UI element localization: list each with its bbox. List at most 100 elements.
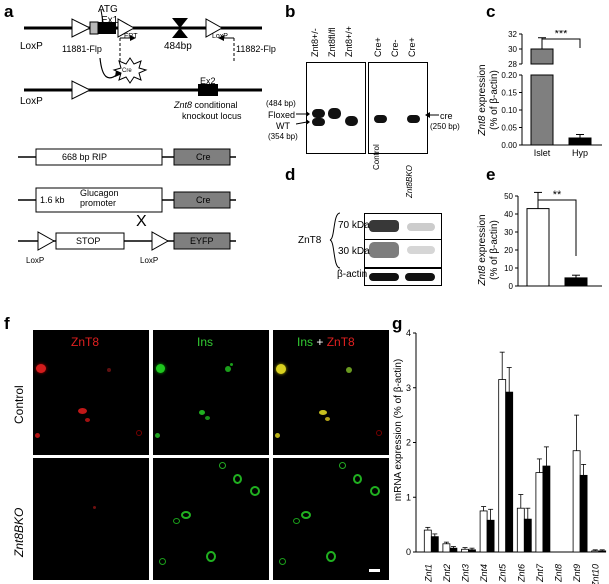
loxp-triangle-2 xyxy=(205,18,224,38)
chart-e-sig-bracket xyxy=(537,199,577,256)
lane-label-1: Znt8+/- xyxy=(310,28,320,57)
chart-g-xlabel: Znt10 xyxy=(591,564,601,584)
chart-e-ytick-label: 30 xyxy=(504,228,513,237)
frt-label: FRT xyxy=(124,33,138,40)
blot-control-label: Control xyxy=(372,144,381,170)
chart-c-bar-islet-lower xyxy=(530,74,554,146)
znt8-blot-label: ZnT8 xyxy=(298,235,322,246)
merge-label: Ins + ZnT8 xyxy=(297,335,355,349)
blot-30kda xyxy=(364,239,442,268)
micrograph-control-ins: Ins xyxy=(153,330,269,455)
panel-label-a: a xyxy=(4,2,14,21)
chart-c-ytick-label: 30 xyxy=(508,45,517,54)
atg-label: ATG xyxy=(98,4,118,15)
exon2-box xyxy=(198,84,218,96)
locus-label-2: knockout locus xyxy=(182,111,242,121)
chart-c-ylabel-2: (% of β-actin) xyxy=(489,70,500,130)
chart-g-bar xyxy=(423,529,432,553)
bp484-marker-top xyxy=(172,18,188,28)
actin-blot-label: β-actin xyxy=(337,269,368,280)
flp1-label: 11881-Flp xyxy=(62,44,102,54)
panel-label-d: d xyxy=(285,165,296,184)
chart-g-xlabel: Znt3 xyxy=(461,564,471,583)
chart-g-bar xyxy=(505,391,514,553)
flp2-label: 11882-Flp xyxy=(236,44,276,54)
blot-70kda xyxy=(364,213,442,242)
kda30-label: 30 kDa xyxy=(338,246,370,257)
loxp-triangle xyxy=(71,18,92,38)
ex1-label: Ex1 xyxy=(101,15,119,26)
chart-e-ytick-label: 40 xyxy=(504,210,513,219)
chart-g-ytick-label: 3 xyxy=(406,383,411,393)
chart-g-bar xyxy=(498,379,507,553)
loxp-triangle-3 xyxy=(71,80,92,100)
chart-e-bar xyxy=(526,208,550,287)
panel-label-f: f xyxy=(4,314,10,333)
chart-c-ylabel: Znt8 expression xyxy=(477,64,488,136)
chart-c-ytick-label: 0.20 xyxy=(501,71,517,80)
wt-label: WT xyxy=(276,121,290,131)
lane-label-4: Cre+ xyxy=(373,37,383,57)
loxp-label-2: LoxP xyxy=(20,96,43,107)
eyfp-label: EYFP xyxy=(190,236,214,246)
chart-g-ylabel: mRNA expression (% of β-actin) xyxy=(393,358,404,502)
chart-c-xlabel: Hyp xyxy=(572,148,588,158)
cre-star xyxy=(112,57,148,84)
glucagon-label-2: Glucagon xyxy=(80,188,119,198)
chart-e-ylabel-2: (% of β-actin) xyxy=(489,220,500,280)
blot-actin xyxy=(364,268,442,286)
stop-label: STOP xyxy=(76,236,101,246)
chart-g-ytick-label: 1 xyxy=(406,492,411,502)
lane-label-2: Znt8fl/fl xyxy=(327,27,337,57)
chart-e-ytick-label: 50 xyxy=(504,192,513,201)
size-floxed: (484 bp) xyxy=(266,99,296,108)
glucagon-label-1: 1.6 kb xyxy=(40,195,65,205)
micrograph-ko-merge xyxy=(273,458,389,580)
chart-g-xlabel: Znt8 xyxy=(554,564,564,583)
lane-label-6: Cre+ xyxy=(407,37,417,57)
frt-triangle xyxy=(117,18,136,38)
chart-g-bar xyxy=(479,510,488,553)
panel-label-b: b xyxy=(285,2,296,21)
chart-g-xlabel: Znt7 xyxy=(535,563,545,583)
row-label-ko: Znt8BKO xyxy=(12,507,26,557)
chart-c-xlabel: Islet xyxy=(534,148,551,158)
chart-g-xlabel: Znt1 xyxy=(423,564,433,583)
loxp-triangle-5 xyxy=(151,231,170,251)
cre-label-1: Cre xyxy=(196,152,211,162)
glucagon-box xyxy=(35,187,163,213)
chart-g-xlabel: Znt6 xyxy=(516,564,526,583)
chart-g-bar xyxy=(535,472,544,553)
chart-g-ytick-label: 0 xyxy=(406,547,411,557)
locus-label: Znt8 conditional xyxy=(174,100,238,110)
chart-c-ytick-label: 32 xyxy=(508,30,517,39)
chart-g-bar xyxy=(591,550,600,553)
chart-e-ylabel: Znt8 expression xyxy=(477,214,488,286)
bp484-marker-bottom xyxy=(172,28,188,38)
rip-label: 668 bp RIP xyxy=(62,152,108,162)
glucagon-label-3: promoter xyxy=(80,198,117,208)
bp484-label: 484bp xyxy=(164,41,192,52)
chart-g-bar xyxy=(442,543,451,553)
loxp-label-3: LoxP xyxy=(26,256,45,265)
scale-bar xyxy=(369,569,380,572)
cross-symbol: X xyxy=(136,213,147,230)
kda70-label: 70 kDa xyxy=(338,220,370,231)
blot-ko-label: Znt8BKO xyxy=(405,165,414,198)
chart-g-xlabel: Znt9 xyxy=(572,564,582,583)
size-wt: (354 bp) xyxy=(268,132,298,141)
lane-label-5: Cre- xyxy=(390,39,400,58)
panel-label-e: e xyxy=(486,165,496,184)
micrograph-control-merge: Ins + ZnT8 xyxy=(273,330,389,455)
loxp-label-1: LoxP xyxy=(20,41,43,52)
construct-diagram xyxy=(18,9,262,251)
chart-g-bar xyxy=(579,474,588,553)
chart-e-bar xyxy=(564,277,588,287)
cre-label-2: Cre xyxy=(196,195,211,205)
panel-label-g: g xyxy=(392,314,403,333)
micrograph-control-znt8: ZnT8 xyxy=(33,330,149,455)
chart-g-bar xyxy=(461,548,469,553)
chart-g-bar xyxy=(516,507,525,553)
